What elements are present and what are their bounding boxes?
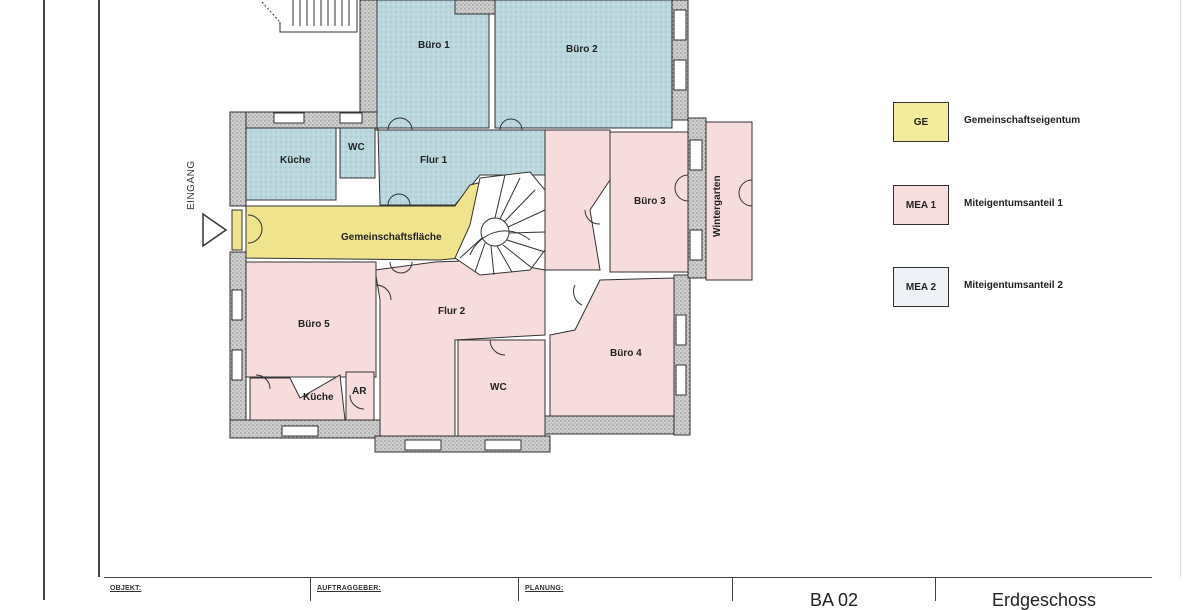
legend-label-mea2: Miteigentumsanteil 2: [964, 280, 1063, 291]
svg-text:Flur 2: Flur 2: [438, 306, 466, 317]
entrance-label: EINGANG: [186, 160, 197, 210]
zone-mea2: [245, 0, 673, 206]
svg-text:Büro 4: Büro 4: [610, 348, 642, 359]
legend-label-ge: Gemeinschaftseigentum: [964, 115, 1081, 126]
room-wc-top: [339, 127, 376, 179]
label-bueroe-5: Büro 5: [298, 319, 330, 330]
svg-text:AR: AR: [352, 386, 367, 397]
svg-text:Büro 5: Büro 5: [298, 319, 330, 330]
room-bueroe-3: [609, 131, 689, 273]
sheet-border-left-outer: [43, 0, 45, 600]
doors: [247, 117, 753, 410]
sheet-border-right: [1180, 0, 1181, 577]
title-block: OBJEKT: AUFTRAGGEBER: PLANUNG: BA 02 Erd…: [104, 577, 1152, 609]
svg-text:Büro 3: Büro 3: [634, 196, 666, 207]
label-wc-bottom: WC: [490, 382, 507, 393]
svg-text:Büro 1: Büro 1: [418, 40, 450, 51]
label-wintergarten: Wintergarten: [712, 175, 723, 237]
title-cell-auftraggeber: AUFTRAGGEBER:: [310, 578, 518, 601]
svg-text:Küche: Küche: [280, 155, 311, 166]
title-cell-plan-number: BA 02: [732, 578, 935, 609]
room-wc-bottom: [457, 339, 546, 437]
external-staircase: [261, 0, 358, 33]
svg-text:Gemeinschaftsfläche: Gemeinschaftsfläche: [341, 232, 442, 243]
svg-text:Büro 2: Büro 2: [566, 44, 598, 55]
windows: [231, 9, 703, 451]
room-wintergarten: [705, 121, 753, 281]
svg-text:Flur 1: Flur 1: [420, 155, 448, 166]
title-cell-planung: PLANUNG:: [518, 578, 732, 601]
label-gemeinschaftsflaeche: Gemeinschaftsfläche: [341, 232, 442, 243]
auftraggeber-label: AUFTRAGGEBER:: [317, 585, 382, 592]
room-bueroe-2: [494, 0, 673, 129]
label-bueroe-4: Büro 4: [610, 348, 642, 359]
room-kueche-bottom: [249, 374, 346, 421]
title-cell-objekt: OBJEKT:: [104, 578, 310, 601]
objekt-label: OBJEKT:: [110, 585, 142, 592]
room-kueche-top: [245, 127, 337, 201]
entrance-arrow-icon: [202, 212, 228, 248]
label-flur-2: Flur 2: [438, 306, 466, 317]
legend-swatch-ge: GE: [893, 102, 949, 142]
svg-text:WC: WC: [348, 142, 365, 153]
label-bueroe-2: Büro 2: [566, 44, 598, 55]
legend-swatch-mea2: MEA 2: [893, 267, 949, 307]
label-flur-1: Flur 1: [420, 155, 448, 166]
label-kueche-bottom: Küche: [303, 392, 334, 403]
plan-number: BA 02: [809, 590, 859, 610]
room-bueroe-5: [245, 261, 377, 378]
label-bueroe-1: Büro 1: [418, 40, 450, 51]
label-ar: AR: [352, 386, 367, 397]
legend-swatch-mea1: MEA 1: [893, 185, 949, 225]
sheet-border-left-inner: [98, 0, 100, 577]
room-bueroe-1: [376, 0, 490, 129]
spiral-staircase: [454, 171, 546, 276]
zone-mea1: [245, 121, 753, 437]
svg-text:Küche: Küche: [303, 392, 334, 403]
label-wc-top: WC: [348, 142, 365, 153]
legend-label-mea1: Miteigentumsanteil 1: [964, 198, 1063, 209]
svg-text:Wintergarten: Wintergarten: [712, 175, 723, 237]
title-cell-floor-name: Erdgeschoss: [935, 578, 1152, 609]
planung-label: PLANUNG:: [525, 585, 564, 592]
room-bueroe-4: [549, 277, 675, 417]
label-bueroe-3: Büro 3: [634, 196, 666, 207]
label-kueche-top: Küche: [280, 155, 311, 166]
room-ar: [345, 371, 375, 421]
floor-name: Erdgeschoss: [991, 590, 1097, 610]
svg-text:WC: WC: [490, 382, 507, 393]
